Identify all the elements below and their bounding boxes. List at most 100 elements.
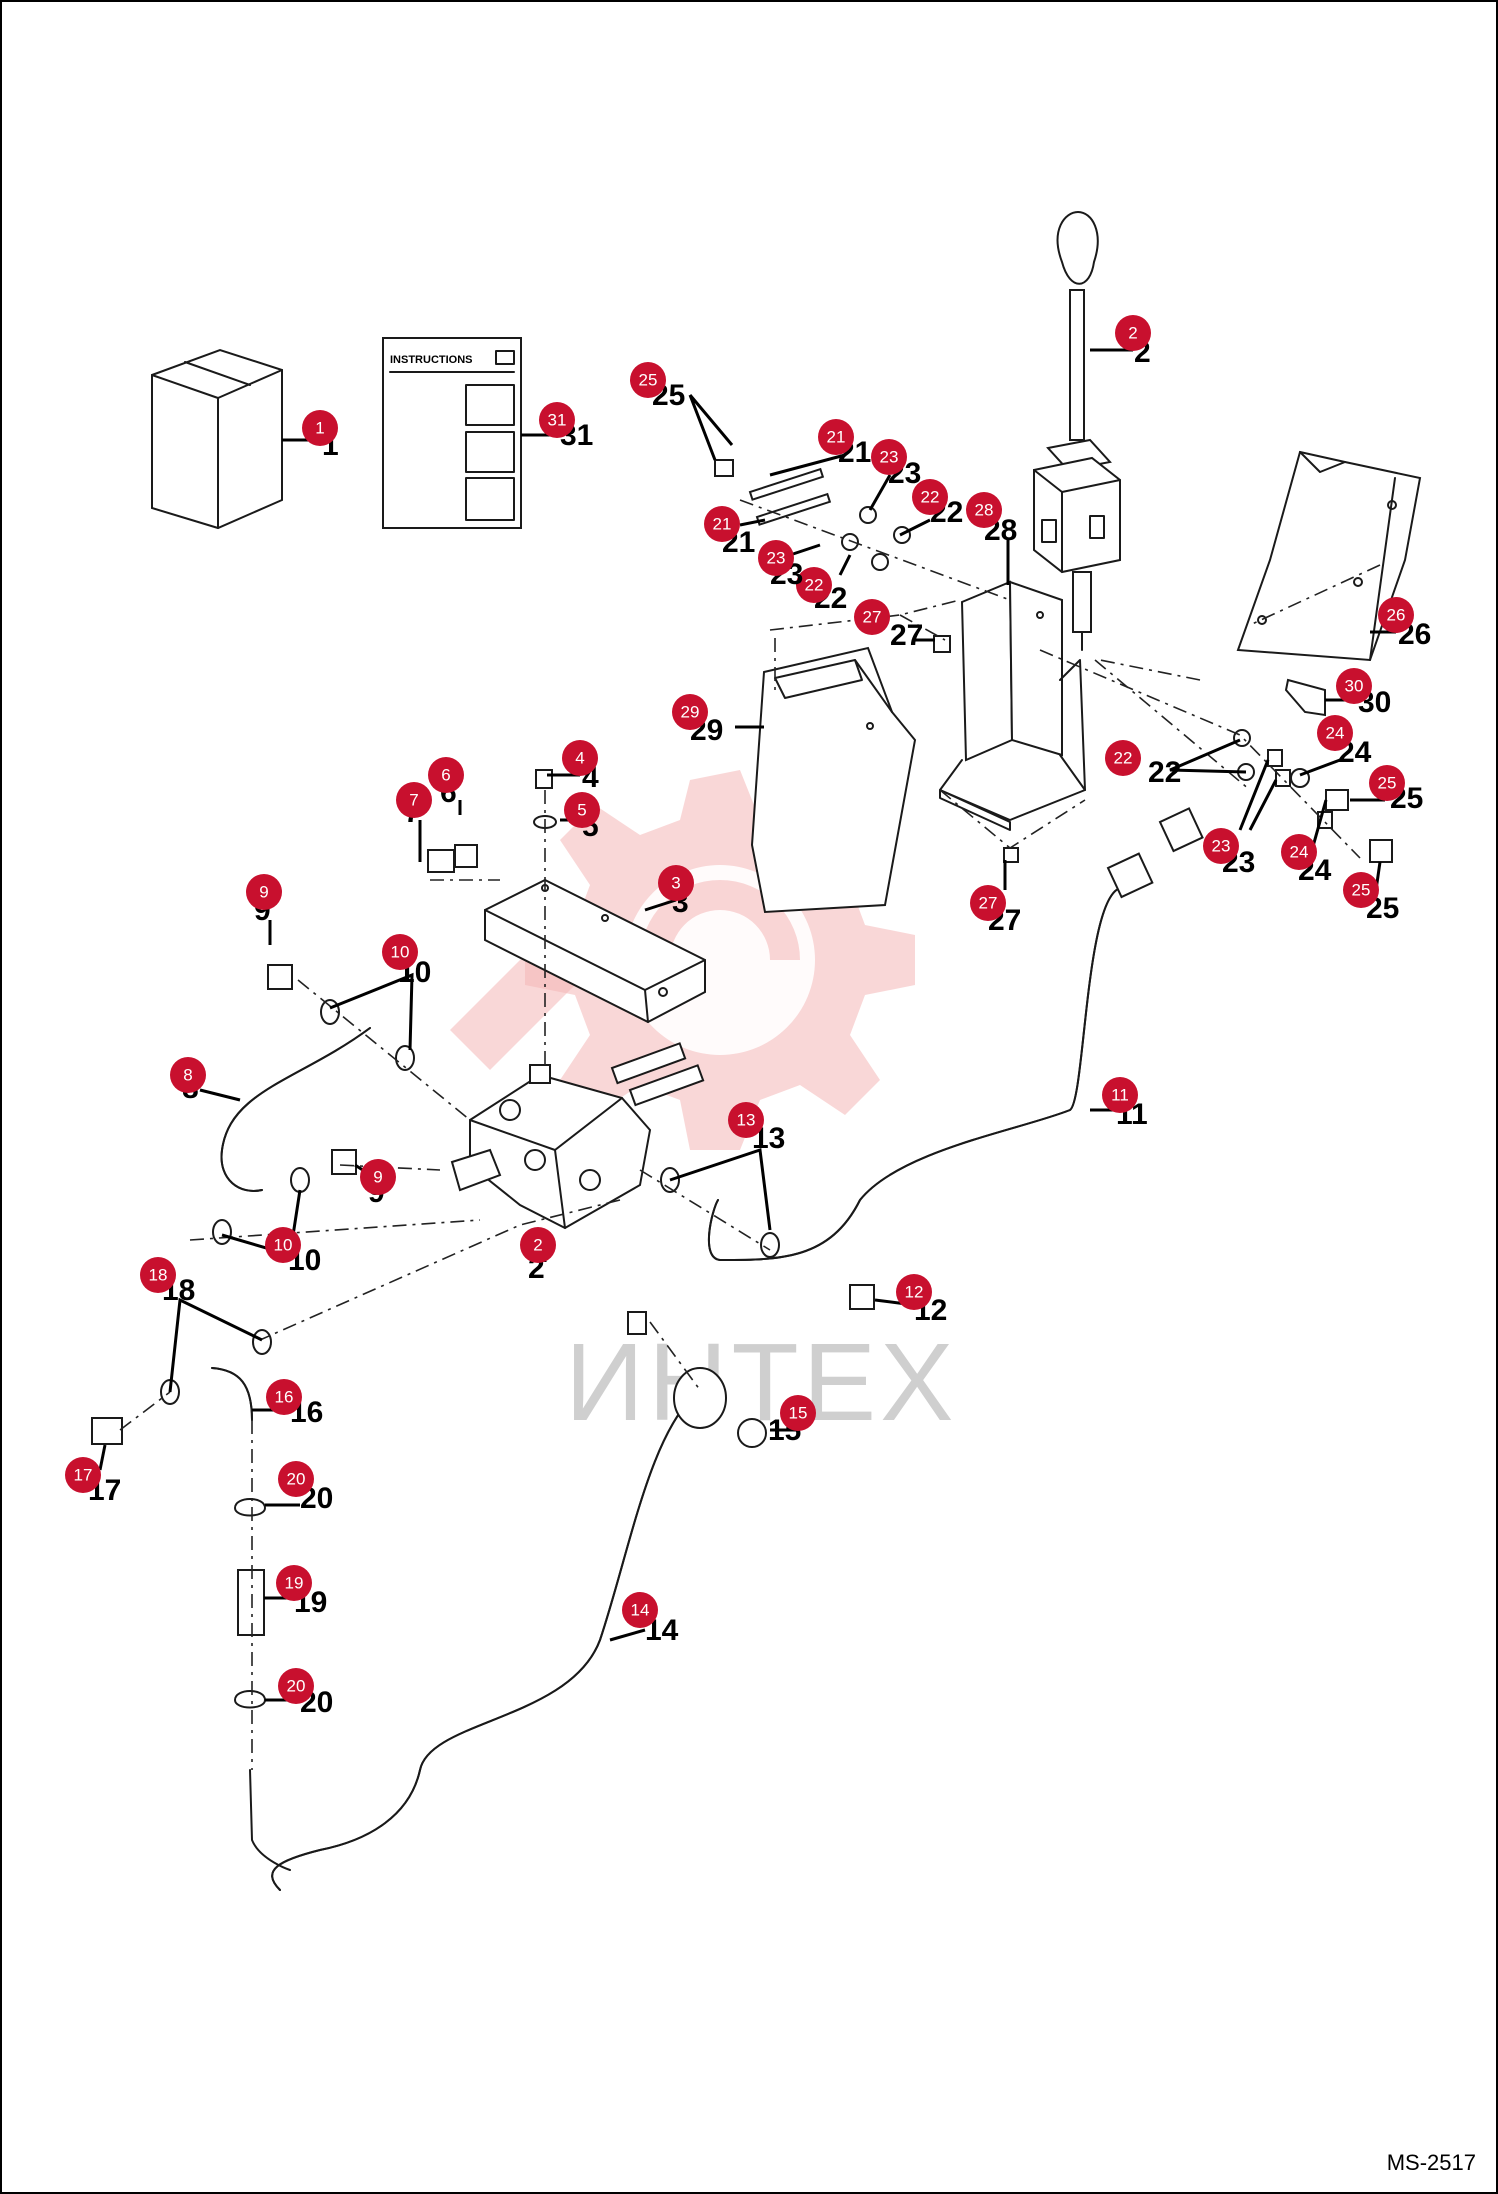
svg-text:7: 7	[409, 791, 418, 810]
callout-bubble[interactable]: 20	[278, 1668, 314, 1704]
callout-bubble[interactable]: 27	[970, 885, 1006, 921]
callout-1-0: 11	[282, 410, 339, 462]
callout-bubble[interactable]: 21	[704, 506, 740, 542]
drawing-id: MS-2517	[1386, 2150, 1476, 2175]
leader-line	[739, 518, 766, 527]
callout-bubble[interactable]: 5	[564, 792, 600, 828]
callout-bubble[interactable]: 12	[896, 1274, 932, 1310]
svg-text:22: 22	[805, 576, 824, 595]
callout-bubble[interactable]: 2	[520, 1227, 556, 1263]
callout-bubble[interactable]: 11	[1102, 1077, 1138, 1113]
callout-bubble[interactable]: 22	[1105, 740, 1141, 776]
callout-bubble[interactable]: 9	[246, 874, 282, 910]
callout-bubble[interactable]: 23	[758, 540, 794, 576]
callout-bubble[interactable]: 21	[818, 419, 854, 455]
callout-bubble[interactable]: 22	[912, 479, 948, 515]
svg-text:20: 20	[287, 1677, 306, 1696]
callout-bubble[interactable]: 26	[1378, 597, 1414, 633]
callout-2-1: 22	[1090, 315, 1151, 369]
svg-text:15: 15	[789, 1404, 808, 1423]
callout-bubble[interactable]: 3	[658, 865, 694, 901]
svg-text:10: 10	[274, 1236, 293, 1255]
callout-bubble[interactable]: 25	[630, 362, 666, 398]
mounting-plate	[484, 878, 706, 1024]
callout-bubble[interactable]: 20	[278, 1461, 314, 1497]
svg-text:4: 4	[575, 749, 584, 768]
leader-line	[644, 898, 677, 912]
callout-number: 27	[890, 619, 923, 652]
callout-bubble[interactable]: 15	[780, 1395, 816, 1431]
callout-bubble[interactable]: 6	[428, 757, 464, 793]
svg-text:24: 24	[1326, 724, 1345, 743]
svg-text:8: 8	[183, 1066, 192, 1085]
leader-line	[168, 1297, 263, 1393]
svg-text:6: 6	[441, 766, 450, 785]
callout-bubble[interactable]: 30	[1336, 668, 1372, 704]
callout-7-7: 77	[396, 782, 432, 862]
callout-9-9: 99	[246, 874, 282, 945]
kit-box	[151, 348, 283, 530]
callout-bubble[interactable]: 23	[1203, 828, 1239, 864]
leader-line	[669, 1147, 772, 1231]
callout-bubble[interactable]: 24	[1317, 715, 1353, 751]
callout-bubble[interactable]: 27	[854, 599, 890, 635]
tube-14	[271, 1389, 701, 1891]
callout-bubble[interactable]: 19	[276, 1565, 312, 1601]
callout-bubble[interactable]: 31	[539, 402, 575, 438]
svg-text:9: 9	[373, 1168, 382, 1187]
callout-bubble[interactable]: 25	[1343, 872, 1379, 908]
control-valve	[450, 1042, 705, 1230]
callout-bubble[interactable]: 8	[170, 1057, 206, 1093]
callout-bubble[interactable]: 13	[728, 1102, 764, 1138]
callout-8-8: 88	[170, 1057, 241, 1105]
callout-bubble[interactable]: 24	[1281, 834, 1317, 870]
leader-line	[1310, 799, 1328, 851]
leader-line	[609, 1628, 646, 1642]
svg-text:16: 16	[275, 1388, 294, 1407]
callout-bubble[interactable]: 17	[65, 1457, 101, 1493]
callout-9-10: 99	[354, 1159, 396, 1209]
svg-text:19: 19	[285, 1574, 304, 1593]
svg-text:29: 29	[681, 703, 700, 722]
callout-bubble[interactable]: 16	[266, 1379, 302, 1415]
svg-text:20: 20	[287, 1470, 306, 1489]
callout-bubble[interactable]: 7	[396, 782, 432, 818]
callout-bubble[interactable]: 18	[140, 1257, 176, 1293]
svg-text:12: 12	[905, 1283, 924, 1302]
instruction-sheet: INSTRUCTIONS	[382, 337, 522, 529]
callout-bubble[interactable]: 2	[1115, 315, 1151, 351]
callout-bubble[interactable]: 29	[672, 694, 708, 730]
leader-line	[769, 453, 846, 477]
callout-bubble[interactable]: 10	[265, 1227, 301, 1263]
callout-bubble[interactable]: 1	[302, 410, 338, 446]
callout-layer: 1122223344556677889999101010101111121213…	[65, 315, 1431, 1719]
callout-bubble[interactable]: 25	[1369, 765, 1405, 801]
leader-line	[98, 1444, 107, 1471]
callout-bubble[interactable]: 14	[622, 1592, 658, 1628]
callout-bubble[interactable]: 23	[871, 439, 907, 475]
svg-text:11: 11	[1111, 1086, 1129, 1105]
svg-text:17: 17	[74, 1466, 93, 1485]
joystick-mount-bracket	[939, 580, 1086, 831]
callout-bubble[interactable]: 10	[382, 934, 418, 970]
callout-bubble[interactable]: 22	[796, 567, 832, 603]
callout-bubble[interactable]: 9	[360, 1159, 396, 1195]
callout-bubble[interactable]: 4	[562, 740, 598, 776]
elbow-16	[211, 1367, 253, 1421]
callout-bubble[interactable]: 28	[966, 492, 1002, 528]
svg-text:18: 18	[149, 1266, 168, 1285]
